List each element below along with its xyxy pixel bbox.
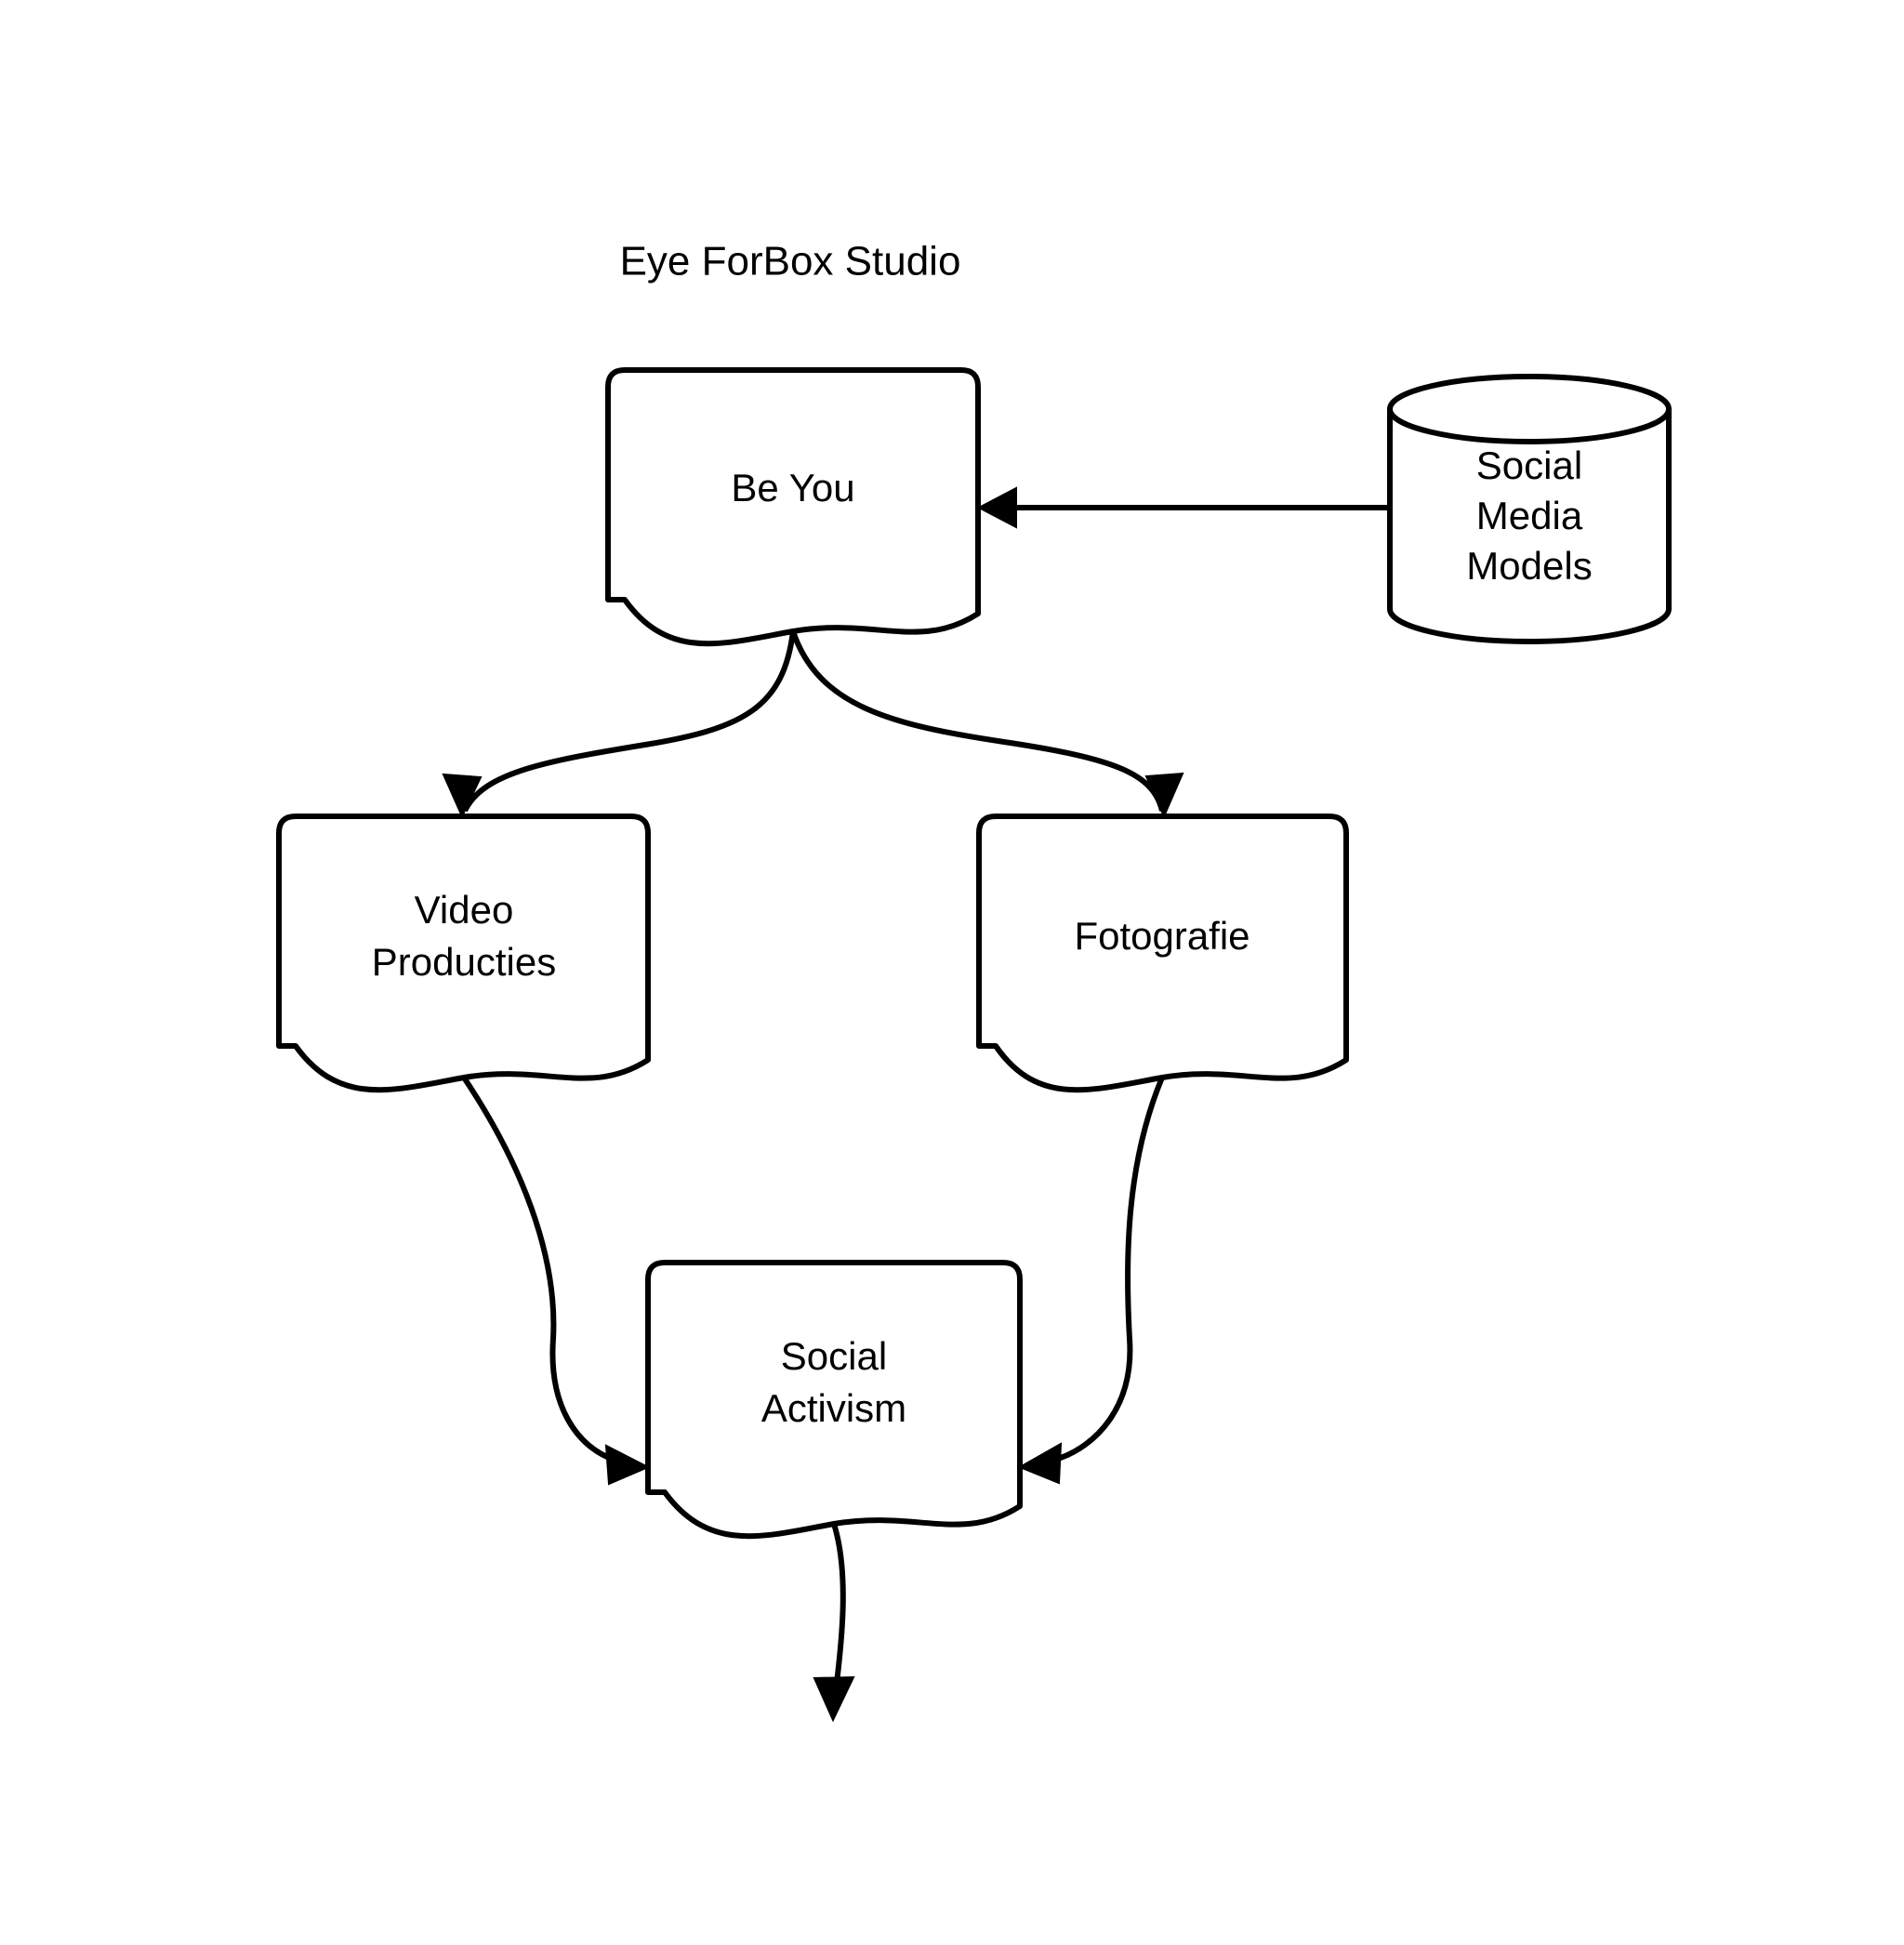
node-be-you-shape xyxy=(605,367,981,647)
node-social-activism-label-line-2: Activism xyxy=(761,1386,906,1430)
edge-beyou-to-fotografie xyxy=(790,630,1184,819)
node-social-media-models-top-ellipse xyxy=(1387,406,1672,444)
node-social-media-models-label-line-2: Media xyxy=(1476,494,1583,537)
edge-beyou-to-fotografie-line xyxy=(790,630,1165,812)
diagram-title: Eye ForBox Studio xyxy=(620,239,961,284)
edge-video-to-activism xyxy=(461,1076,651,1486)
node-social-media-models-body xyxy=(1387,374,1672,644)
node-social-media-models[interactable]: Social Media Models xyxy=(1387,374,1672,644)
node-be-you[interactable]: Be You xyxy=(605,367,981,647)
edge-models-to-beyou xyxy=(976,486,1390,529)
edge-fotografie-to-activism-line xyxy=(1054,1076,1165,1462)
node-video-producties-shape xyxy=(276,814,651,1093)
node-video-producties-label-line-1: Video xyxy=(415,888,514,932)
edge-activism-to-end xyxy=(813,1523,855,1723)
node-be-you-label: Be You xyxy=(731,466,854,509)
node-video-producties[interactable]: Video Producties xyxy=(276,814,651,1093)
edge-models-to-beyou-arrowhead xyxy=(976,486,1017,529)
edge-beyou-to-fotografie-arrowhead xyxy=(1144,772,1184,819)
edge-beyou-to-video xyxy=(442,630,796,819)
node-social-activism[interactable]: Social Activism xyxy=(645,1260,1023,1540)
edge-video-to-activism-line xyxy=(461,1076,615,1462)
edge-activism-to-end-arrowhead xyxy=(813,1675,855,1723)
edge-fotografie-to-activism xyxy=(1017,1076,1165,1485)
node-fotografie[interactable]: Fotografie xyxy=(976,814,1349,1093)
node-fotografie-shape xyxy=(976,814,1349,1093)
node-social-media-models-label-line-1: Social xyxy=(1476,443,1582,487)
node-social-activism-shape xyxy=(645,1260,1023,1540)
node-social-activism-label-line-1: Social xyxy=(781,1334,887,1378)
edge-activism-to-end-line xyxy=(831,1523,846,1684)
node-video-producties-label-line-2: Producties xyxy=(372,940,556,984)
edge-fotografie-to-activism-arrowhead xyxy=(1017,1442,1063,1485)
edge-video-to-activism-arrowhead xyxy=(604,1444,651,1486)
node-social-media-models-label-line-3: Models xyxy=(1466,544,1592,588)
edge-beyou-to-video-line xyxy=(462,630,796,813)
node-fotografie-label: Fotografie xyxy=(1074,914,1250,958)
edge-beyou-to-video-arrowhead xyxy=(442,773,483,819)
